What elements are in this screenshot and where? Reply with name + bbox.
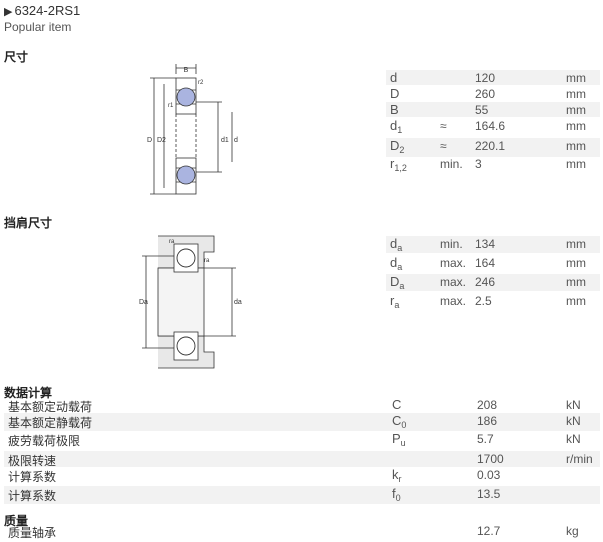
- abutment-qualifier: max.: [440, 294, 467, 308]
- mass-value: 12.7: [477, 524, 501, 538]
- dimension-value: 55: [475, 103, 489, 117]
- calc-label: 基本额定静载荷: [8, 416, 93, 430]
- dimension-unit: mm: [566, 87, 586, 101]
- abutment-value: 134: [475, 237, 496, 251]
- dim-r2-label: r2: [198, 80, 204, 86]
- dimension-value: 120: [475, 71, 496, 85]
- abutment-unit: mm: [566, 294, 586, 308]
- dim-b-label: B: [184, 67, 189, 74]
- calc-symbol: C0: [392, 413, 407, 430]
- dimension-unit: mm: [566, 71, 586, 85]
- abutment-qualifier: max.: [440, 275, 467, 289]
- row-background: [386, 274, 600, 291]
- dimension-symbol: D2: [390, 138, 405, 155]
- dimension-value: 220.1: [475, 139, 506, 153]
- calc-label: 计算系数: [8, 470, 57, 484]
- dim-d-inner-label: d: [234, 137, 238, 144]
- section-calc-heading: 数据计算: [4, 386, 53, 400]
- dimension-symbol: d1: [390, 118, 403, 135]
- calc-symbol: f0: [392, 486, 401, 503]
- upper-ball: [176, 87, 196, 107]
- calc-label: 计算系数: [8, 489, 57, 503]
- abutment-symbol: ra: [390, 293, 400, 310]
- abutment-symbol: da: [390, 236, 403, 253]
- calc-symbol: Pu: [392, 431, 406, 448]
- abutment-qualifier: min.: [440, 237, 463, 251]
- mass-label: 质量轴承: [8, 526, 57, 540]
- row-background: [386, 138, 600, 157]
- dimension-qualifier: min.: [440, 157, 463, 171]
- row-background: [4, 451, 600, 467]
- calc-symbol: C: [392, 397, 402, 412]
- upper-ball: [176, 248, 196, 268]
- calc-value: 0.03: [477, 468, 501, 482]
- row-background: [4, 413, 600, 431]
- dimension-unit: mm: [566, 119, 586, 133]
- section-mass-heading: 质量: [4, 514, 29, 528]
- calc-unit: kN: [566, 414, 581, 428]
- abutment-dimension-drawing: ra ra Da da: [139, 235, 242, 369]
- calc-value: 208: [477, 398, 498, 412]
- dimension-value: 260: [475, 87, 496, 101]
- abutment-unit: mm: [566, 275, 586, 289]
- dimension-value: 3: [475, 157, 482, 171]
- row-background: [386, 70, 600, 85]
- abutment-unit: mm: [566, 237, 586, 251]
- dim-r1-label: r1: [168, 103, 174, 109]
- dim-d1-label: d1: [221, 137, 229, 144]
- calc-symbol: kr: [392, 467, 402, 484]
- dimension-symbol: B: [390, 102, 399, 117]
- abutment-symbol: Da: [390, 274, 405, 291]
- dimension-unit: mm: [566, 139, 586, 153]
- calc-unit: kN: [566, 398, 581, 412]
- lower-ball: [176, 336, 196, 356]
- dimension-unit: mm: [566, 103, 586, 117]
- dimension-unit: mm: [566, 157, 586, 171]
- calc-value: 186: [477, 414, 498, 428]
- product-designation: 6324-2RS1: [14, 3, 81, 18]
- mass-unit: kg: [566, 524, 579, 538]
- abutment-value: 246: [475, 275, 496, 289]
- abutment-unit: mm: [566, 256, 586, 270]
- calc-value: 5.7: [477, 432, 494, 446]
- dim-d2-label: D2: [157, 137, 166, 144]
- section-abutment-heading: 挡肩尺寸: [4, 216, 53, 230]
- calc-unit: kN: [566, 432, 581, 446]
- abutment-symbol: da: [390, 255, 403, 272]
- row-background: [386, 102, 600, 117]
- abutment-value: 164: [475, 256, 496, 270]
- bearing-dimension-drawing: B r2 r1 D D2 d1 d: [147, 64, 238, 195]
- row-background: [4, 486, 600, 504]
- dim-d-outer-label: D: [147, 137, 152, 144]
- section-dimensions-heading: 尺寸: [4, 50, 29, 64]
- dimension-qualifier: ≈: [440, 119, 447, 133]
- dim-ra-label-2: ra: [204, 258, 210, 264]
- dimension-qualifier: ≈: [440, 139, 447, 153]
- lower-ball: [176, 165, 196, 185]
- product-subtitle: Popular item: [4, 20, 72, 34]
- abutment-qualifier: max.: [440, 256, 467, 270]
- calc-label: 基本额定动载荷: [8, 400, 93, 414]
- dimension-symbol: D: [390, 86, 400, 101]
- abutment-value: 2.5: [475, 294, 492, 308]
- dimension-value: 164.6: [475, 119, 506, 133]
- dim-ra-label: ra: [169, 239, 175, 245]
- calc-label: 极限转速: [8, 454, 57, 468]
- play-arrow-icon: ▶: [4, 6, 13, 18]
- row-background: [386, 236, 600, 253]
- calc-label: 疲劳载荷极限: [8, 434, 81, 448]
- dimension-symbol: d: [390, 70, 398, 85]
- calc-value: 13.5: [477, 487, 501, 501]
- calc-unit: r/min: [566, 452, 593, 466]
- product-title: ▶6324-2RS1: [4, 3, 80, 18]
- dim-da-outer-label: Da: [139, 299, 148, 306]
- dim-da-inner-label: da: [234, 299, 242, 306]
- calc-value: 1700: [477, 452, 504, 466]
- dimension-symbol: r1,2: [390, 156, 407, 173]
